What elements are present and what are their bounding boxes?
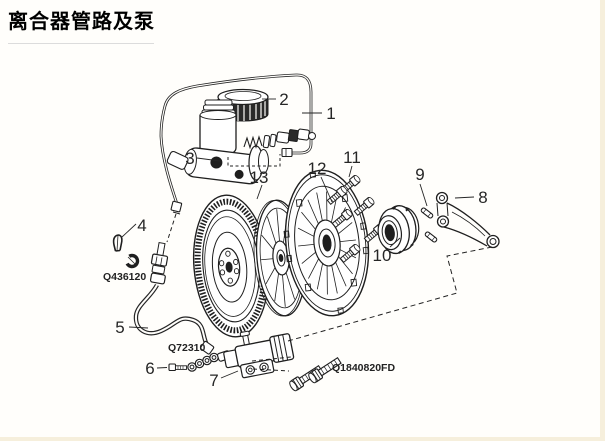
release-bearing-drawing (377, 205, 420, 255)
callout-lines (121, 98, 475, 379)
part-code-q72310: Q72310 (168, 342, 206, 354)
grommet-clip-drawing (124, 253, 140, 269)
title-divider (8, 43, 154, 44)
page-border-bottom (0, 437, 605, 441)
clutch-cover-drawing (283, 169, 370, 317)
callout-label-8: 8 (478, 188, 487, 207)
clutch-pipe-drawing (159, 73, 313, 215)
part-code-q1840820fd: Q1840820FD (332, 362, 395, 374)
clutch-hose-drawing (133, 213, 215, 355)
callout-label-11: 11 (343, 148, 361, 167)
callout-label-3: 3 (185, 149, 194, 168)
callout-label-6: 6 (145, 359, 154, 378)
release-fork-drawing (435, 191, 500, 249)
dashed-links (227, 154, 493, 372)
page-border-right (600, 0, 605, 441)
callout-label-1: 1 (326, 104, 335, 123)
part-code-q436120: Q436120 (103, 271, 146, 283)
callout-label-4: 4 (137, 216, 146, 235)
callout-label-2: 2 (279, 90, 288, 109)
callout-label-10: 10 (373, 246, 392, 265)
pins-drawing (419, 206, 439, 244)
page-title: 离合器管路及泵 (8, 11, 155, 33)
callout-label-9: 9 (415, 165, 424, 184)
callout-label-13: 13 (250, 168, 269, 187)
callout-label-7: 7 (209, 371, 218, 390)
retaining-clip-drawing (112, 234, 123, 252)
master-cylinder-drawing (166, 99, 316, 185)
callout-label-12: 12 (308, 159, 327, 178)
callout-label-5: 5 (115, 318, 124, 337)
slave-cylinder-drawing (223, 330, 295, 379)
